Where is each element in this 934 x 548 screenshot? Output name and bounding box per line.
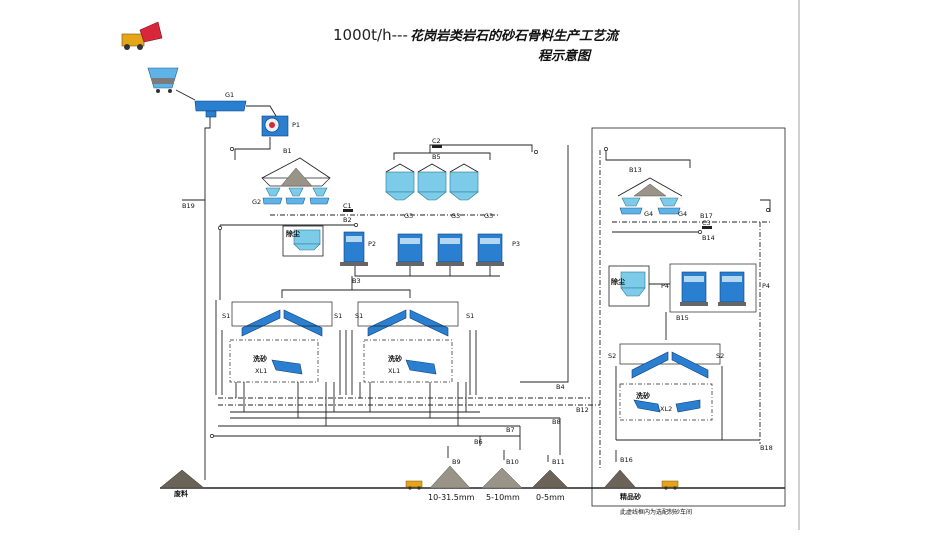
label-s1-a: S1: [222, 312, 230, 320]
label-product-3: 0-5mm: [536, 493, 565, 502]
label-p1: P1: [292, 121, 300, 129]
label-b10: B10: [506, 458, 519, 466]
label-s1-c: S1: [355, 312, 363, 320]
dump-truck-icon: [121, 21, 163, 50]
label-fine-sand: 精品砂: [620, 492, 641, 501]
label-b2: B2: [343, 216, 352, 224]
label-g1: G1: [225, 91, 234, 99]
label-b19: B19: [182, 202, 195, 210]
cone-crusher-p3-c: [476, 233, 504, 266]
label-b15: B15: [676, 314, 689, 322]
cone-crusher-p2: [340, 231, 368, 266]
primary-stockpile-g2: [261, 157, 331, 205]
stockpile-0-5: [531, 469, 569, 489]
magnet-c3: [702, 226, 712, 229]
label-b11: B11: [552, 458, 565, 466]
magnet-c2: [432, 145, 442, 148]
label-xl1-b: XL1: [388, 367, 400, 375]
label-dust-1: 除尘: [286, 229, 300, 238]
label-b18: B18: [760, 444, 773, 452]
label-xl2: XL2: [660, 405, 672, 413]
label-product-1: 10-31.5mm: [428, 493, 475, 502]
label-s1-d: S1: [466, 312, 474, 320]
screen-group-1: [229, 301, 333, 383]
cone-crusher-p3-a: [396, 233, 424, 266]
label-g3-a: G3: [404, 212, 413, 220]
jaw-crusher-p1: [261, 115, 289, 137]
label-b3: B3: [352, 277, 361, 285]
label-b17: B17: [700, 212, 713, 220]
dust-collector-2: [608, 265, 650, 307]
vibrating-feeder-g1: [194, 100, 247, 118]
stockpile-10-31: [429, 465, 471, 489]
stockpile-5-10: [481, 467, 523, 489]
product-truck-1-icon: [405, 480, 423, 490]
label-wash-2: 洗砂: [388, 354, 402, 363]
title-prefix: 1000t/h---: [333, 26, 408, 44]
label-b9: B9: [452, 458, 461, 466]
label-s2-b: S2: [716, 352, 724, 360]
label-s2-a: S2: [608, 352, 616, 360]
label-b14: B14: [702, 234, 715, 242]
label-b16: B16: [620, 456, 633, 464]
label-g2: G2: [252, 198, 261, 206]
screen-s2: [619, 343, 721, 421]
screen-outlet-arrows: [235, 382, 467, 426]
label-p4-a: P4: [661, 282, 669, 290]
surge-bins-p3-feed: [385, 163, 479, 201]
screen-group-2: [357, 301, 459, 383]
dust-collector-1: [282, 225, 324, 257]
label-b6: B6: [474, 438, 483, 446]
label-dust-2: 除尘: [611, 277, 625, 286]
fine-sand-stockpile: [603, 469, 637, 489]
label-s1-b: S1: [334, 312, 342, 320]
label-g4-b: G4: [678, 210, 687, 218]
label-p4-b: P4: [762, 282, 770, 290]
label-c2: C2: [432, 137, 441, 145]
sand-stockpile-g4: [617, 177, 683, 215]
label-g3-c: G3: [484, 212, 493, 220]
label-b1: B1: [283, 147, 292, 155]
label-c3: C3: [702, 219, 711, 227]
label-wash-3: 洗砂: [636, 391, 650, 400]
label-waste: 废料: [174, 489, 188, 498]
waste-stockpile: [159, 469, 205, 489]
label-g3-b: G3: [451, 212, 460, 220]
label-xl1-a: XL1: [255, 367, 267, 375]
receiving-hopper-icon: [147, 67, 179, 93]
label-p2: P2: [368, 240, 376, 248]
label-c1: C1: [343, 202, 352, 210]
label-b4: B4: [556, 383, 565, 391]
label-b12: B12: [576, 406, 589, 414]
label-product-2: 5-10mm: [486, 493, 520, 502]
title-line-1: 花岗岩类岩石的砂石骨料生产工艺流: [410, 28, 620, 44]
label-b5: B5: [432, 153, 441, 161]
magnet-c1: [343, 209, 353, 212]
label-b13: B13: [629, 166, 642, 174]
label-wash-1: 洗砂: [253, 354, 267, 363]
cone-crusher-p3-b: [436, 233, 464, 266]
label-b8: B8: [552, 418, 561, 426]
label-g4-a: G4: [644, 210, 653, 218]
title-line-2: 程示意图: [538, 48, 592, 64]
workshop-note: 此虚线框内为选配制砂车间: [620, 508, 692, 516]
product-truck-2-icon: [661, 480, 679, 490]
vsi-crushers-p4: [669, 263, 757, 313]
label-b7: B7: [506, 426, 515, 434]
label-p3: P3: [512, 240, 520, 248]
sand-workshop-frame: [591, 127, 786, 507]
